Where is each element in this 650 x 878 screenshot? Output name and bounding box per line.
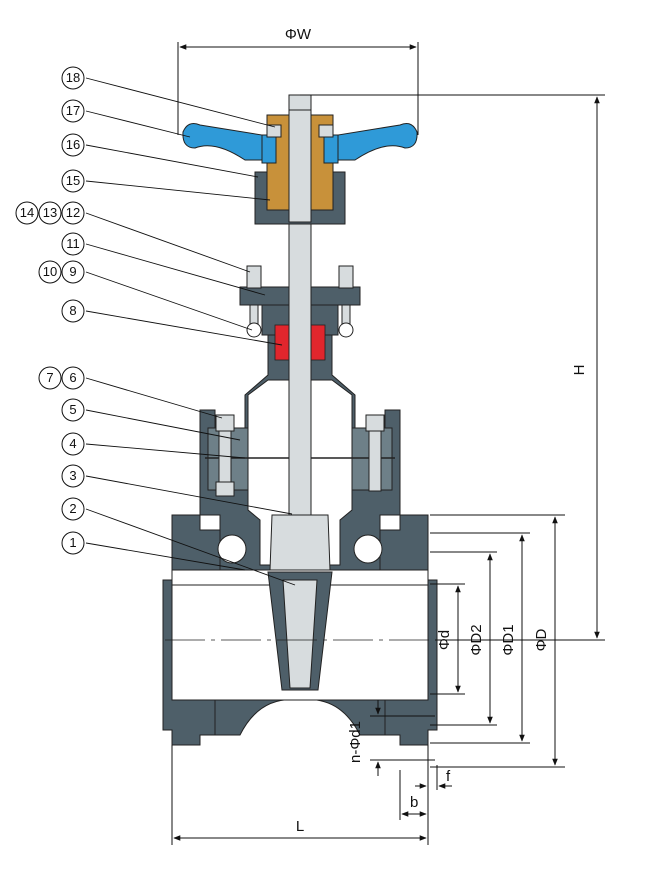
callout-label: 15 xyxy=(66,173,80,188)
callout-label: 5 xyxy=(69,402,76,417)
callout-label: 3 xyxy=(69,468,76,483)
callout-label: 18 xyxy=(66,70,80,85)
dim-D: ΦD xyxy=(533,628,550,651)
dimension-labels: ΦW H Φd ΦD2 ΦD1 ΦD n-Φd1 f b L xyxy=(285,26,588,835)
callout-18 xyxy=(61,66,85,90)
packing xyxy=(274,324,326,361)
callout-label: 7 xyxy=(46,370,53,385)
callout-label: 10 xyxy=(43,264,57,279)
callout-label: 14 xyxy=(20,205,34,220)
callout-numbers: 18 17 16 15 14 13 12 11 10 9 8 7 6 5 4 3… xyxy=(20,70,80,550)
callout-13 xyxy=(38,201,62,225)
callout-label: 9 xyxy=(69,264,76,279)
dim-D2: ΦD2 xyxy=(468,624,485,655)
callout-label: 12 xyxy=(66,205,80,220)
callout-3 xyxy=(61,464,85,488)
callout-label: 16 xyxy=(66,137,80,152)
callout-label: 17 xyxy=(66,103,80,118)
dim-nd1: n-Φd1 xyxy=(347,721,364,763)
callout-10 xyxy=(38,260,62,284)
bonnet-bolts xyxy=(215,414,385,497)
callout-2 xyxy=(61,497,85,521)
callout-label: 13 xyxy=(43,205,57,220)
callout-circles xyxy=(15,66,85,555)
callout-5 xyxy=(61,398,85,422)
callout-14 xyxy=(15,201,39,225)
wedge-disc xyxy=(267,514,333,691)
dim-L: L xyxy=(296,818,304,835)
handwheel xyxy=(182,123,418,164)
callout-label: 2 xyxy=(69,501,76,516)
callout-leaders xyxy=(85,77,296,586)
bolt-holes xyxy=(217,534,383,564)
callout-label: 8 xyxy=(69,303,76,318)
handwheel-nut xyxy=(266,124,334,138)
callout-17 xyxy=(61,99,85,123)
callout-label: 4 xyxy=(69,436,76,451)
callout-6 xyxy=(61,366,85,390)
dim-f: f xyxy=(446,768,451,785)
dim-d: Φd xyxy=(436,630,453,650)
callout-label: 6 xyxy=(69,370,76,385)
callout-15 xyxy=(61,169,85,193)
dimension-lines xyxy=(171,42,605,845)
dim-b: b xyxy=(410,794,418,811)
callout-7 xyxy=(38,366,62,390)
callout-1 xyxy=(61,531,85,555)
callout-16 xyxy=(61,133,85,157)
callout-9 xyxy=(61,260,85,284)
callout-12 xyxy=(61,201,85,225)
dim-H: H xyxy=(571,365,588,376)
dim-D1: ΦD1 xyxy=(500,624,517,655)
callout-label: 1 xyxy=(69,535,76,550)
callout-label: 11 xyxy=(66,236,80,251)
dim-W: ΦW xyxy=(285,26,312,43)
callout-4 xyxy=(61,432,85,456)
gland-bolts xyxy=(246,265,354,338)
callout-8 xyxy=(61,299,85,323)
callout-11 xyxy=(61,232,85,256)
